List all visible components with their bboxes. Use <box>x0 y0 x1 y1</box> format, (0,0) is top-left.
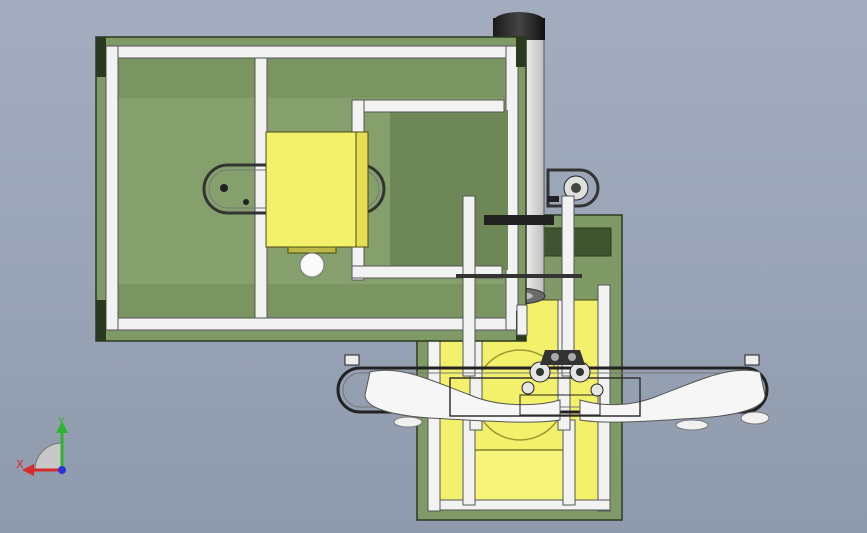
x-axis-label: X <box>16 458 24 471</box>
central-arms[interactable] <box>456 195 582 377</box>
z-axis-dot <box>58 466 66 474</box>
yellow-motor-block[interactable] <box>265 131 369 278</box>
coordinate-triad: Y X <box>16 415 68 476</box>
lower-track-assembly[interactable] <box>336 350 770 431</box>
right-upper-track[interactable] <box>546 168 600 208</box>
y-axis-label: Y <box>57 415 65 428</box>
